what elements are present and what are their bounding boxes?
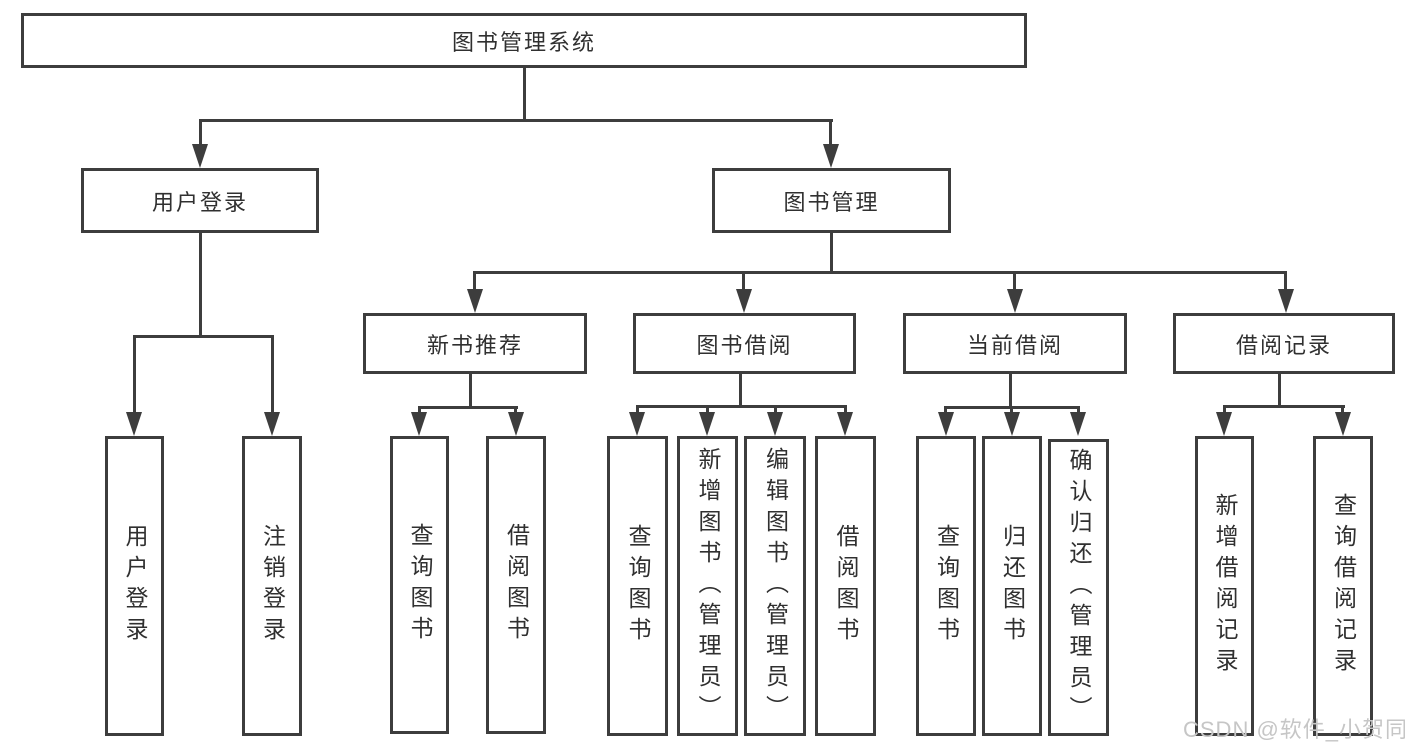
connector-drop-leaf bbox=[1341, 405, 1344, 414]
connector-drop-leaf bbox=[706, 405, 709, 414]
leaf-label: 借阅图书 bbox=[833, 524, 859, 648]
arrow-down-icon bbox=[467, 289, 483, 313]
connector-level1-rail bbox=[199, 119, 833, 122]
watermark: CSDN @软件_小贺同学 bbox=[1183, 717, 1405, 742]
leaf-edit-book-admin: 编辑图书（管理员） bbox=[744, 436, 806, 736]
node-borrow-records: 借阅记录 bbox=[1173, 313, 1395, 374]
arrow-down-icon bbox=[1278, 289, 1294, 313]
connector-borrow-records-rail bbox=[1223, 405, 1345, 408]
connector-drop-current-borrow bbox=[1013, 271, 1016, 291]
leaf-confirm-return-admin: 确认归还（管理员） bbox=[1048, 439, 1109, 736]
connector-drop-user-login bbox=[199, 119, 202, 147]
arrow-down-icon bbox=[767, 412, 783, 436]
connector-drop-book-management bbox=[829, 119, 832, 147]
arrow-down-icon bbox=[1335, 412, 1351, 436]
arrow-down-icon bbox=[1004, 412, 1020, 436]
leaf-label: 用户登录 bbox=[122, 524, 148, 648]
node-current-borrow: 当前借阅 bbox=[903, 313, 1127, 374]
leaf-label: 编辑图书（管理员） bbox=[762, 446, 789, 726]
connector-drop-leaf bbox=[636, 405, 639, 414]
arrow-down-icon bbox=[126, 412, 142, 436]
arrow-down-icon bbox=[264, 412, 280, 436]
connector-book-borrow-stem bbox=[739, 374, 742, 406]
node-book-management: 图书管理 bbox=[712, 168, 951, 233]
node-label: 图书借阅 bbox=[696, 332, 793, 358]
connector-drop-leaf bbox=[944, 406, 947, 414]
arrow-down-icon bbox=[938, 412, 954, 436]
connector-drop-borrow-records bbox=[1284, 271, 1287, 291]
leaf-label: 新增图书（管理员） bbox=[695, 446, 721, 726]
connector-user-login-rail bbox=[133, 335, 274, 338]
connector-drop-leaf bbox=[418, 406, 421, 414]
leaf-label: 查询图书 bbox=[933, 524, 960, 648]
connector-current-borrow-stem bbox=[1009, 374, 1012, 407]
arrow-down-icon bbox=[837, 412, 853, 436]
leaf-label: 归还图书 bbox=[999, 524, 1026, 648]
leaf-label: 确认归还（管理员） bbox=[1066, 448, 1092, 727]
leaf-label: 查询图书 bbox=[625, 524, 651, 648]
arrow-down-icon bbox=[823, 144, 839, 168]
node-label: 新书推荐 bbox=[426, 332, 523, 358]
arrow-down-icon bbox=[736, 289, 752, 313]
connector-drop-leaf bbox=[774, 405, 777, 414]
leaf-add-book-admin: 新增图书（管理员） bbox=[677, 436, 738, 736]
leaf-query-book-borrow: 查询图书 bbox=[607, 436, 668, 736]
connector-book-borrow-rail bbox=[636, 405, 847, 408]
connector-drop-leaf bbox=[514, 406, 517, 414]
connector-drop-leaf bbox=[1077, 406, 1080, 414]
leaf-label: 借阅图书 bbox=[503, 523, 530, 647]
connector-drop-leaf bbox=[271, 335, 274, 413]
connector-level2-rail bbox=[474, 271, 1287, 274]
arrow-down-icon bbox=[629, 412, 645, 436]
leaf-borrow-book-recommend: 借阅图书 bbox=[486, 436, 546, 734]
node-label: 用户登录 bbox=[151, 189, 248, 215]
node-label: 借阅记录 bbox=[1235, 332, 1332, 358]
connector-borrow-records-stem bbox=[1278, 374, 1281, 406]
leaf-logout-login: 注销登录 bbox=[242, 436, 302, 736]
node-user-login: 用户登录 bbox=[81, 168, 319, 233]
connector-drop-leaf bbox=[1223, 405, 1226, 414]
leaf-user-login: 用户登录 bbox=[105, 436, 164, 736]
arrow-down-icon bbox=[411, 412, 427, 436]
arrow-down-icon bbox=[1070, 412, 1086, 436]
node-library-system: 图书管理系统 bbox=[21, 13, 1027, 68]
leaf-return-book: 归还图书 bbox=[982, 436, 1042, 736]
connector-new-book-rail bbox=[418, 406, 518, 409]
connector-drop-leaf bbox=[133, 335, 136, 413]
connector-book-management-stem bbox=[830, 233, 833, 273]
arrow-down-icon bbox=[1216, 412, 1232, 436]
node-label: 当前借阅 bbox=[966, 332, 1063, 358]
arrow-down-icon bbox=[1007, 289, 1023, 313]
leaf-label: 注销登录 bbox=[259, 524, 286, 648]
connector-drop-new-book bbox=[473, 271, 476, 291]
leaf-label: 新增借阅记录 bbox=[1212, 493, 1238, 679]
connector-drop-leaf bbox=[844, 405, 847, 414]
node-label: 图书管理 bbox=[783, 189, 880, 215]
arrow-down-icon bbox=[192, 144, 208, 168]
leaf-query-borrow-record: 查询借阅记录 bbox=[1313, 436, 1373, 736]
leaf-add-borrow-record: 新增借阅记录 bbox=[1195, 436, 1254, 736]
connector-drop-book-borrow bbox=[742, 271, 745, 291]
leaf-query-book-recommend: 查询图书 bbox=[390, 436, 449, 734]
connector-root-stem bbox=[523, 68, 526, 120]
leaf-label: 查询借阅记录 bbox=[1330, 493, 1357, 679]
connector-drop-leaf bbox=[1010, 406, 1013, 414]
leaf-label: 查询图书 bbox=[407, 523, 433, 647]
connector-new-book-stem bbox=[469, 374, 472, 407]
arrow-down-icon bbox=[508, 412, 524, 436]
connector-user-login-stem bbox=[199, 233, 202, 336]
leaf-query-book-current: 查询图书 bbox=[916, 436, 976, 736]
leaf-borrow-book: 借阅图书 bbox=[815, 436, 876, 736]
node-book-borrow: 图书借阅 bbox=[633, 313, 856, 374]
arrow-down-icon bbox=[699, 412, 715, 436]
node-new-book-recommend: 新书推荐 bbox=[363, 313, 587, 374]
node-label: 图书管理系统 bbox=[451, 29, 596, 55]
